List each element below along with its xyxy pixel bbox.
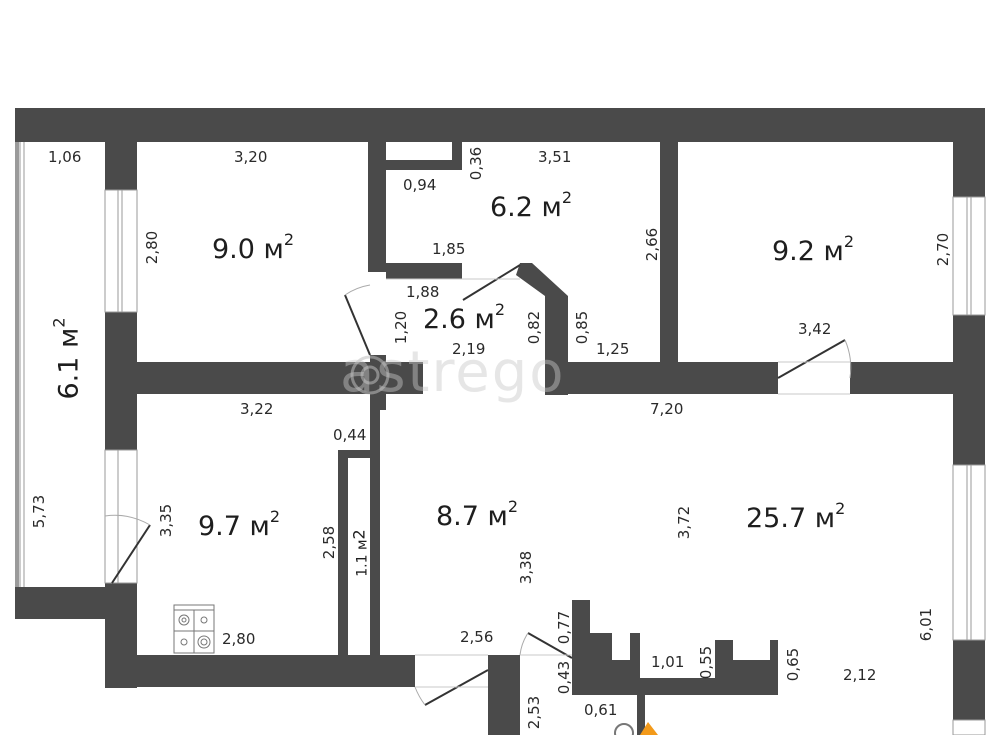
stove-icon xyxy=(173,604,215,654)
dim-bath-niche-depth: 0,36 xyxy=(467,146,486,181)
windows xyxy=(19,142,986,735)
dim-bottom-101: 1,01 xyxy=(651,653,685,671)
dim-closet-height: 2,58 xyxy=(320,525,339,560)
dim-toilet-bottom: 2,19 xyxy=(452,340,486,358)
dim-bath-lower-width: 1,25 xyxy=(596,340,630,358)
room-area-kitchen: 9.7 м2 xyxy=(198,507,281,542)
room-area-balcony: 6.1 м2 xyxy=(49,317,85,400)
dim-kitchen-width: 3,22 xyxy=(240,400,274,418)
dim-bottom-061: 0,61 xyxy=(584,701,618,719)
dim-bath-niche-width: 0,94 xyxy=(403,176,437,194)
dim-bedroom-left-width: 3,20 xyxy=(234,148,268,166)
dim-bedroom-right-width: 3,42 xyxy=(798,320,832,338)
walls xyxy=(15,108,985,735)
dim-bath-width: 3,51 xyxy=(538,148,572,166)
room-area-bathroom: 6.2 м2 xyxy=(490,188,573,223)
dim-entry-width: 2,56 xyxy=(460,628,494,646)
dim-balcony-length: 5,73 xyxy=(30,494,49,529)
dim-hall-height: 3,38 xyxy=(517,550,536,585)
dim-toilet-top: 1,88 xyxy=(406,283,440,301)
compass-marker-icon xyxy=(640,722,658,735)
dim-hall-width: 7,20 xyxy=(650,400,684,418)
watermark: astrego xyxy=(340,340,566,405)
dim-living-length: 6,01 xyxy=(917,607,936,642)
dim-bottom-055: 0,55 xyxy=(697,645,716,680)
room-area-closet: 1.1 м2 xyxy=(349,529,371,577)
room-area-bedroom-right: 9.2 м2 xyxy=(772,232,855,267)
dim-living-212: 2,12 xyxy=(843,666,877,684)
doors xyxy=(104,264,852,706)
dim-bedroom-left-height: 2,80 xyxy=(143,230,162,265)
dim-door-043: 0,43 xyxy=(555,660,574,695)
watermark-gear-icon xyxy=(350,355,390,395)
dim-bath-height: 2,66 xyxy=(643,227,662,262)
dim-toilet-height: 1,20 xyxy=(392,310,411,345)
door-thresholds xyxy=(386,278,850,688)
dim-living-height: 3,72 xyxy=(675,505,694,540)
dim-kitchen-height: 3,35 xyxy=(157,503,176,538)
dim-balcony-width: 1,06 xyxy=(48,148,82,166)
meter-icon xyxy=(614,723,634,735)
dim-entry-side: 2,53 xyxy=(525,695,544,730)
dim-bath-lower-height: 0,85 xyxy=(573,310,592,345)
dim-bath-partition: 1,85 xyxy=(432,240,466,258)
dim-kitchen-bottom: 2,80 xyxy=(222,630,256,648)
dim-bedroom-right-height: 2,70 xyxy=(934,232,953,267)
dim-closet-width: 0,44 xyxy=(333,426,367,444)
room-area-living-room: 25.7 м2 xyxy=(746,499,846,534)
dim-bottom-065: 0,65 xyxy=(784,647,803,682)
room-area-hall: 8.7 м2 xyxy=(436,497,519,532)
dim-door-077: 0,77 xyxy=(555,610,574,645)
dim-toilet-side: 0,82 xyxy=(525,310,544,345)
room-area-bedroom-left: 9.0 м2 xyxy=(212,230,295,265)
room-area-toilet: 2.6 м2 xyxy=(423,300,506,335)
